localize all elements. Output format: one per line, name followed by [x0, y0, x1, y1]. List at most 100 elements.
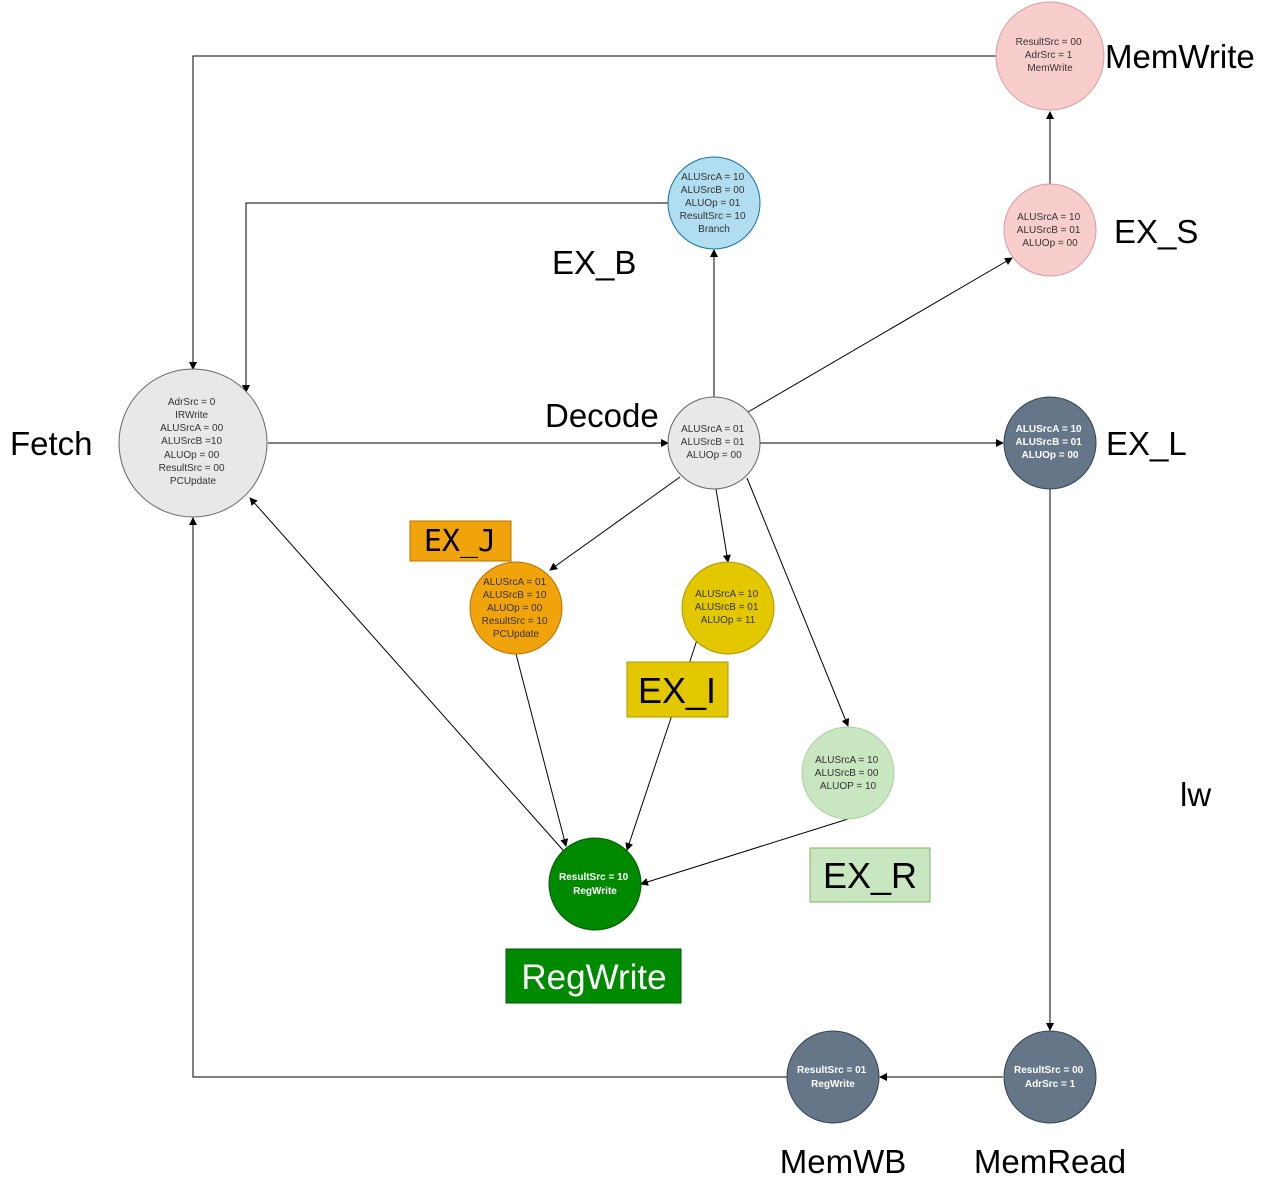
state-fetch-line-1: AdrSrc = 0 — [168, 397, 216, 408]
label-boxes — [409, 520, 931, 1004]
state-decode: ALUSrcA = 01 ALUSrcB = 01 ALUOp = 00 — [667, 396, 761, 490]
state-ex-j-line-2: ALUSrcB = 10 — [483, 590, 547, 601]
svg-text:ALUSrcA = 01 ALUSrcB = 1: ALUSrcA = 01 ALUSrcB = 10 ALUOp = 00 Res… — [482, 577, 551, 640]
state-fetch-line-5: ALUOp = 00 — [164, 450, 220, 461]
state-memread-line-2: AdrSrc = 1 — [1025, 1079, 1076, 1090]
svg-text:ALUSrcA = 10 ALUSrcB = 0: ALUSrcA = 10 ALUSrcB = 01 ALUOp = 00 — [1017, 212, 1083, 249]
state-memwrite-line-1: ResultSrc = 00 — [1016, 37, 1082, 48]
state-memread-line-1: ResultSrc = 00 — [1014, 1065, 1084, 1076]
state-name-memwb: MemWB — [780, 1143, 907, 1180]
state-name-decode: Decode — [545, 397, 659, 434]
state-ex-j-line-1: ALUSrcA = 01 — [483, 577, 547, 588]
svg-text:ALUSrcA = 01 ALUSrcB = 0: ALUSrcA = 01 ALUSrcB = 01 ALUOp = 00 — [681, 424, 747, 461]
state-decode-line-1: ALUSrcA = 01 — [681, 424, 745, 435]
state-decode-line-3: ALUOp = 00 — [686, 450, 742, 461]
edge-decode-ex-r — [746, 477, 850, 727]
state-ex-b-line-2: ALUSrcB = 00 — [681, 185, 745, 196]
edge-ex-b-fetch — [242, 202, 668, 393]
svg-text:ALUSrcA = 10 ALUSrcB = 0: ALUSrcA = 10 ALUSrcB = 00 ALUOP = 10 — [815, 755, 881, 792]
state-ex-b-line-5: Branch — [698, 224, 730, 235]
state-name-fetch: Fetch — [10, 425, 93, 462]
state-ex-j-line-5: PCUpdate — [493, 629, 540, 640]
state-memwrite-circle — [995, 1, 1105, 111]
edge-ex-r-regwrite — [640, 818, 849, 886]
ex-i-label-box — [626, 661, 729, 718]
edge-memwb-fetch — [189, 517, 787, 1078]
state-memwrite-line-2: AdrSrc = 1 — [1025, 50, 1073, 61]
svg-text:ALUSrcA = 10 ALUSrcB = 0: ALUSrcA = 10 ALUSrcB = 01 ALUOp = 00 — [1015, 424, 1084, 461]
state-regwrite-line-2: RegWrite — [573, 886, 617, 897]
state-ex-r-line-3: ALUOP = 10 — [820, 781, 877, 792]
state-ex-s: ALUSrcA = 10 ALUSrcB = 01 ALUOp = 00 — [1003, 183, 1097, 277]
state-ex-j: ALUSrcA = 01 ALUSrcB = 10 ALUOp = 00 Res… — [469, 561, 563, 655]
state-fetch-circle — [118, 368, 268, 518]
state-name-memread: MemRead — [974, 1143, 1126, 1180]
state-name-ex-b: EX_B — [552, 244, 636, 281]
state-ex-l-line-3: ALUOp = 00 — [1022, 450, 1079, 461]
state-name-ex-r: EX_R — [823, 855, 917, 896]
regwrite-label-box — [505, 948, 682, 1004]
state-ex-i-circle — [681, 561, 775, 655]
state-fetch-line-7: PCUpdate — [170, 476, 217, 487]
state-regwrite-circle — [548, 837, 642, 931]
state-ex-j-line-3: ALUOp = 00 — [487, 603, 543, 614]
state-ex-l-circle — [1003, 396, 1097, 490]
state-ex-l-line-1: ALUSrcA = 10 — [1016, 424, 1082, 435]
state-ex-b-line-3: ALUOp = 01 — [685, 198, 741, 209]
state-memwrite-line-3: MemWrite — [1027, 63, 1073, 74]
edge-ex-j-regwrite — [515, 653, 569, 847]
state-ex-s-circle — [1003, 183, 1097, 277]
state-fetch: AdrSrc = 0 IRWrite ALUSrcA = 00 ALUSrcB … — [118, 368, 268, 518]
state-fetch-line-4: ALUSrcB =10 — [161, 436, 222, 447]
ex-r-label-box — [809, 847, 931, 903]
state-fetch-line-6: ResultSrc = 00 — [159, 463, 225, 474]
state-memread: ResultSrc = 00 AdrSrc = 1 — [1003, 1030, 1097, 1124]
state-memwb: ResultSrc = 01 RegWrite — [786, 1030, 880, 1124]
state-ex-l: ALUSrcA = 10 ALUSrcB = 01 ALUOp = 00 — [1003, 396, 1097, 490]
state-ex-i-line-3: ALUOp = 11 — [701, 615, 756, 626]
state-ex-r-line-2: ALUSrcB = 00 — [815, 768, 879, 779]
state-memwb-line-1: ResultSrc = 01 — [797, 1065, 867, 1076]
svg-text:ALUSrcA = 10 ALUSrcB = 0: ALUSrcA = 10 ALUSrcB = 01 ALUOp = 11 — [695, 589, 761, 626]
state-ex-s-line-2: ALUSrcB = 01 — [1017, 225, 1081, 236]
state-name-labels: Fetch Decode EX_B EX_S MemWrite EX_L EX_… — [10, 38, 1255, 1180]
state-memwb-line-2: RegWrite — [811, 1079, 855, 1090]
annotation-lw: lw — [1180, 776, 1211, 813]
state-ex-i-line-2: ALUSrcB = 01 — [695, 602, 759, 613]
state-memread-circle — [1003, 1030, 1097, 1124]
state-ex-r-line-1: ALUSrcA = 10 — [815, 755, 879, 766]
state-ex-b-circle — [667, 156, 761, 250]
svg-text:ResultSrc = 01 RegWrite: ResultSrc = 01 RegWrite — [797, 1065, 869, 1090]
state-ex-s-line-1: ALUSrcA = 10 — [1017, 212, 1081, 223]
state-name-ex-j: EX_J — [424, 524, 496, 559]
state-ex-r: ALUSrcA = 10 ALUSrcB = 00 ALUOP = 10 — [801, 726, 895, 820]
edges — [189, 55, 1054, 1081]
state-ex-r-circle — [801, 726, 895, 820]
svg-text:ResultSrc = 10 RegWrite: ResultSrc = 10 RegWrite — [559, 872, 631, 897]
state-decode-line-2: ALUSrcB = 01 — [681, 437, 745, 448]
svg-text:ResultSrc = 00 AdrSrc =: ResultSrc = 00 AdrSrc = 1 MemWrite — [1016, 37, 1085, 74]
svg-text:AdrSrc = 0 IRWrite: AdrSrc = 0 IRWrite ALUSrcA = 00 ALUSrcB … — [159, 397, 228, 487]
state-name-ex-s: EX_S — [1114, 213, 1198, 250]
state-ex-b-line-1: ALUSrcA = 10 — [681, 172, 745, 183]
state-name-regwrite: RegWrite — [521, 958, 666, 997]
state-ex-j-circle — [469, 561, 563, 655]
edge-decode-ex-j — [549, 476, 681, 571]
state-name-ex-l: EX_L — [1106, 425, 1187, 462]
state-ex-l-line-2: ALUSrcB = 01 — [1015, 437, 1082, 448]
svg-text:ResultSrc = 00 AdrSrc =: ResultSrc = 00 AdrSrc = 1 — [1014, 1065, 1086, 1090]
state-ex-s-line-3: ALUOp = 00 — [1022, 238, 1078, 249]
edge-decode-ex-s — [747, 257, 1013, 413]
ex-j-label-box — [409, 520, 512, 562]
state-regwrite-line-1: ResultSrc = 10 — [559, 872, 629, 883]
state-ex-j-line-4: ResultSrc = 10 — [482, 616, 548, 627]
state-ex-b: ALUSrcA = 10 ALUSrcB = 00 ALUOp = 01 Res… — [667, 156, 761, 250]
state-fetch-line-3: ALUSrcA = 00 — [160, 423, 224, 434]
edge-regwrite-fetch — [249, 497, 571, 859]
edge-memwrite-fetch — [189, 55, 996, 370]
edge-decode-ex-i — [715, 488, 731, 563]
state-ex-i: ALUSrcA = 10 ALUSrcB = 01 ALUOp = 11 — [681, 561, 775, 655]
state-decode-circle — [667, 396, 761, 490]
state-regwrite: ResultSrc = 10 RegWrite — [548, 837, 642, 931]
